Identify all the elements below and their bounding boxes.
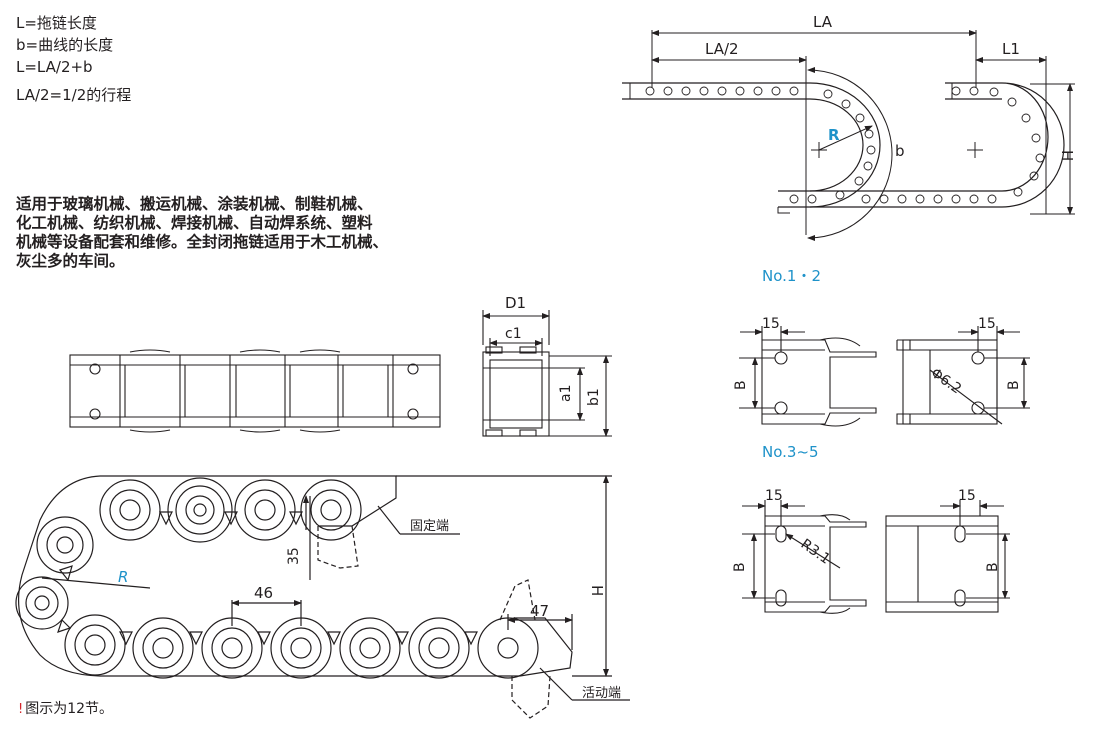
dim-la: LA [813, 13, 833, 31]
mount-no12-drawings [739, 326, 1030, 427]
description-line-2: 化工机械、纺织机械、焊接机械、自动焊系统、塑料 [16, 214, 373, 232]
formula-chain-length: L=拖链长度 [16, 14, 97, 32]
mount-no12-dim15-right: 15 [978, 316, 996, 332]
dim-curve-b: b [895, 142, 905, 160]
layout-diagram [622, 30, 1075, 241]
formula-curve-length: b=曲线的长度 [16, 36, 114, 54]
footnote: !图示为12节。 [18, 698, 113, 718]
description-line-3: 机械等设备配套和维修。全封闭拖链适用于木工机械、 [16, 233, 389, 251]
dim-47: 47 [530, 602, 549, 620]
formula-stroke: LA/2=1/2的行程 [16, 86, 132, 104]
label-fixed-end: 固定端 [410, 519, 449, 534]
dim-a1: a1 [558, 385, 574, 403]
mount-no12-b-left: B [733, 380, 749, 390]
mount-no35-dim15-left: 15 [765, 488, 783, 504]
warning-icon: ! [18, 702, 24, 717]
mount-no35-b-left: B [732, 562, 748, 572]
label-moving-end: 活动端 [582, 686, 621, 701]
mount-no35-b-right: B [985, 562, 1001, 572]
cross-section [482, 310, 612, 437]
mount-no35-slot: R3.1 [798, 536, 833, 567]
dim-l1: L1 [1002, 40, 1020, 58]
dim-c1: c1 [505, 326, 522, 342]
model-label-no35: No.3~5 [762, 443, 819, 461]
mount-no12-dim15-left: 15 [762, 316, 780, 332]
formula-l-equation: L=LA/2+b [16, 58, 93, 76]
dim-d1: D1 [505, 294, 526, 312]
mount-no12-b-right: B [1006, 380, 1022, 390]
mount-no35-drawings [742, 500, 1010, 614]
footnote-text: 图示为12节。 [25, 701, 114, 717]
dim-radius-side: R [118, 568, 128, 586]
description-line-4: 灰尘多的车间。 [16, 252, 125, 270]
mount-no35-dim15-right: 15 [958, 488, 976, 504]
dim-height-side: H [588, 585, 606, 596]
dim-height-layout: H [1058, 150, 1076, 161]
dim-46: 46 [254, 584, 273, 602]
chain-top-view [69, 349, 441, 433]
chain-side-view [15, 475, 630, 719]
dim-b1: b1 [586, 388, 602, 406]
layout-links [645, 86, 1045, 204]
model-label-no12: No.1・2 [762, 267, 821, 285]
description-line-1: 适用于玻璃机械、搬运机械、涂装机械、制鞋机械、 [16, 195, 373, 213]
dim-la-half: LA/2 [705, 40, 739, 58]
dim-radius-label: R [828, 126, 840, 144]
dim-35: 35 [286, 547, 302, 565]
mount-no12-hole: Φ6.2 [928, 365, 964, 397]
